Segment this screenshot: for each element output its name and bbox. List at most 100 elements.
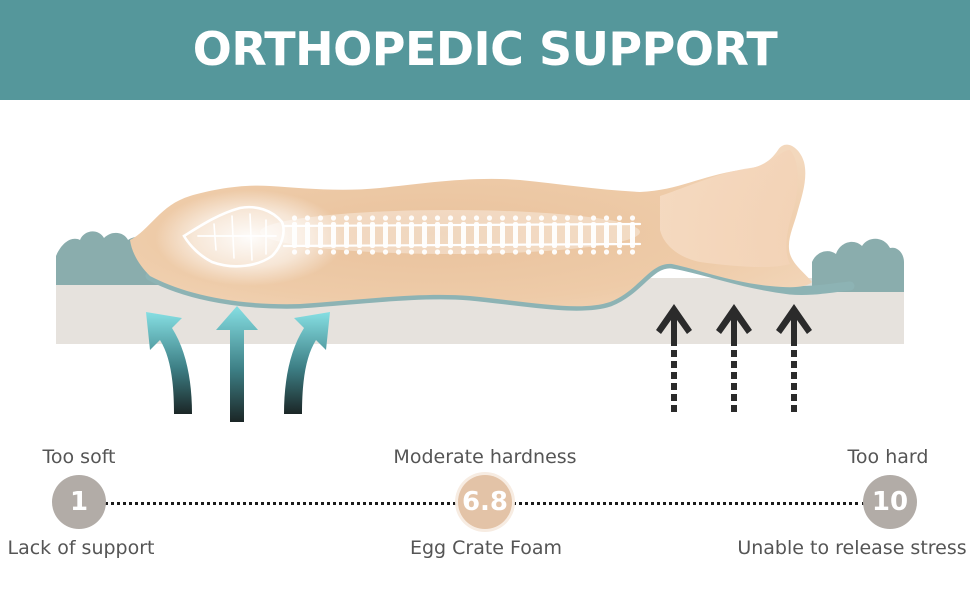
vertebra [630, 222, 635, 248]
vertebra-process [538, 215, 545, 221]
vertebra [357, 222, 362, 248]
vertebra-process [473, 215, 480, 221]
vertebra-process [369, 215, 376, 221]
vertebra-process [551, 215, 558, 221]
vertebra-process [590, 249, 597, 255]
scale-right-top-label: Too hard [847, 446, 929, 468]
vertebra [604, 222, 609, 248]
vertebra-process [291, 215, 298, 221]
vertebra-process [512, 249, 519, 255]
vertebra [539, 222, 544, 248]
vertebrae-icon [291, 215, 636, 255]
vertebra-process [317, 215, 324, 221]
scale-right-value: 10 [863, 475, 917, 529]
vertebra-process [460, 215, 467, 221]
vertebra-process [343, 215, 350, 221]
vertebra-process [356, 215, 363, 221]
vertebra-process [629, 215, 636, 221]
vertebra [409, 222, 414, 248]
vertebra-process [408, 249, 415, 255]
scale-middle-bottom-label: Egg Crate Foam [409, 537, 563, 559]
vertebra [591, 222, 596, 248]
vertebra [513, 222, 518, 248]
vertebra-process [317, 249, 324, 255]
leg-area [660, 150, 798, 268]
vertebra [578, 222, 583, 248]
vertebra-process [486, 215, 493, 221]
vertebra-process [538, 249, 545, 255]
vertebra-process [603, 215, 610, 221]
vertebra-process [473, 249, 480, 255]
vertebra-process [434, 215, 441, 221]
vertebra-process [291, 249, 298, 255]
vertebra-process [382, 249, 389, 255]
vertebra [448, 222, 453, 248]
scale-middle-value: 6.8 [458, 475, 512, 529]
header-banner: ORTHOPEDIC SUPPORT [0, 0, 970, 100]
vertebra [318, 222, 323, 248]
vertebra-process [330, 249, 337, 255]
vertebra-process [382, 215, 389, 221]
vertebra [344, 222, 349, 248]
vertebra-process [616, 215, 623, 221]
vertebra-process [590, 215, 597, 221]
hardness-scale: Too soft 1 Lack of support Moderate hard… [0, 430, 970, 600]
vertebra-process [395, 215, 402, 221]
vertebra [396, 222, 401, 248]
vertebra-process [304, 215, 311, 221]
vertebra-process [551, 249, 558, 255]
vertebra [331, 222, 336, 248]
scale-right-bottom-label: Unable to release stress [737, 537, 967, 559]
vertebra [526, 222, 531, 248]
vertebra-process [434, 249, 441, 255]
support-illustration [56, 144, 904, 422]
vertebra-process [408, 215, 415, 221]
vertebra-process [512, 215, 519, 221]
vertebra-process [447, 215, 454, 221]
vertebra-process [564, 215, 571, 221]
vertebra-process [564, 249, 571, 255]
vertebra-process [421, 215, 428, 221]
scale-left-bottom-label: Lack of support [7, 537, 155, 559]
vertebra [487, 222, 492, 248]
vertebra [422, 222, 427, 248]
vertebra-process [577, 215, 584, 221]
vertebra-process [629, 249, 636, 255]
foam-bumps-right [812, 238, 904, 292]
spine-glow [155, 190, 345, 286]
vertebra-process [577, 249, 584, 255]
vertebra-process [356, 249, 363, 255]
vertebra [474, 222, 479, 248]
vertebra-process [499, 215, 506, 221]
vertebra-process [330, 215, 337, 221]
vertebra [305, 222, 310, 248]
vertebra [383, 222, 388, 248]
vertebra [461, 222, 466, 248]
vertebra [435, 222, 440, 248]
vertebra-process [460, 249, 467, 255]
vertebra-process [616, 249, 623, 255]
hard-pressure-arrows [656, 304, 812, 412]
vertebra-process [486, 249, 493, 255]
page-title: ORTHOPEDIC SUPPORT [192, 22, 778, 76]
vertebra [617, 222, 622, 248]
vertebra-process [603, 249, 610, 255]
vertebra-process [447, 249, 454, 255]
vertebra [292, 222, 297, 248]
soft-support-arrows [146, 306, 330, 422]
vertebra-process [369, 249, 376, 255]
scale-left-top-label: Too soft [42, 446, 116, 468]
vertebra-process [421, 249, 428, 255]
vertebra [565, 222, 570, 248]
vertebra [552, 222, 557, 248]
vertebra-process [525, 249, 532, 255]
vertebra-process [304, 249, 311, 255]
vertebra-process [343, 249, 350, 255]
vertebra [500, 222, 505, 248]
scale-left-value: 1 [52, 475, 106, 529]
vertebra-process [525, 215, 532, 221]
scale-middle-top-label: Moderate hardness [393, 446, 577, 468]
vertebra-process [395, 249, 402, 255]
vertebra [370, 222, 375, 248]
vertebra-process [499, 249, 506, 255]
